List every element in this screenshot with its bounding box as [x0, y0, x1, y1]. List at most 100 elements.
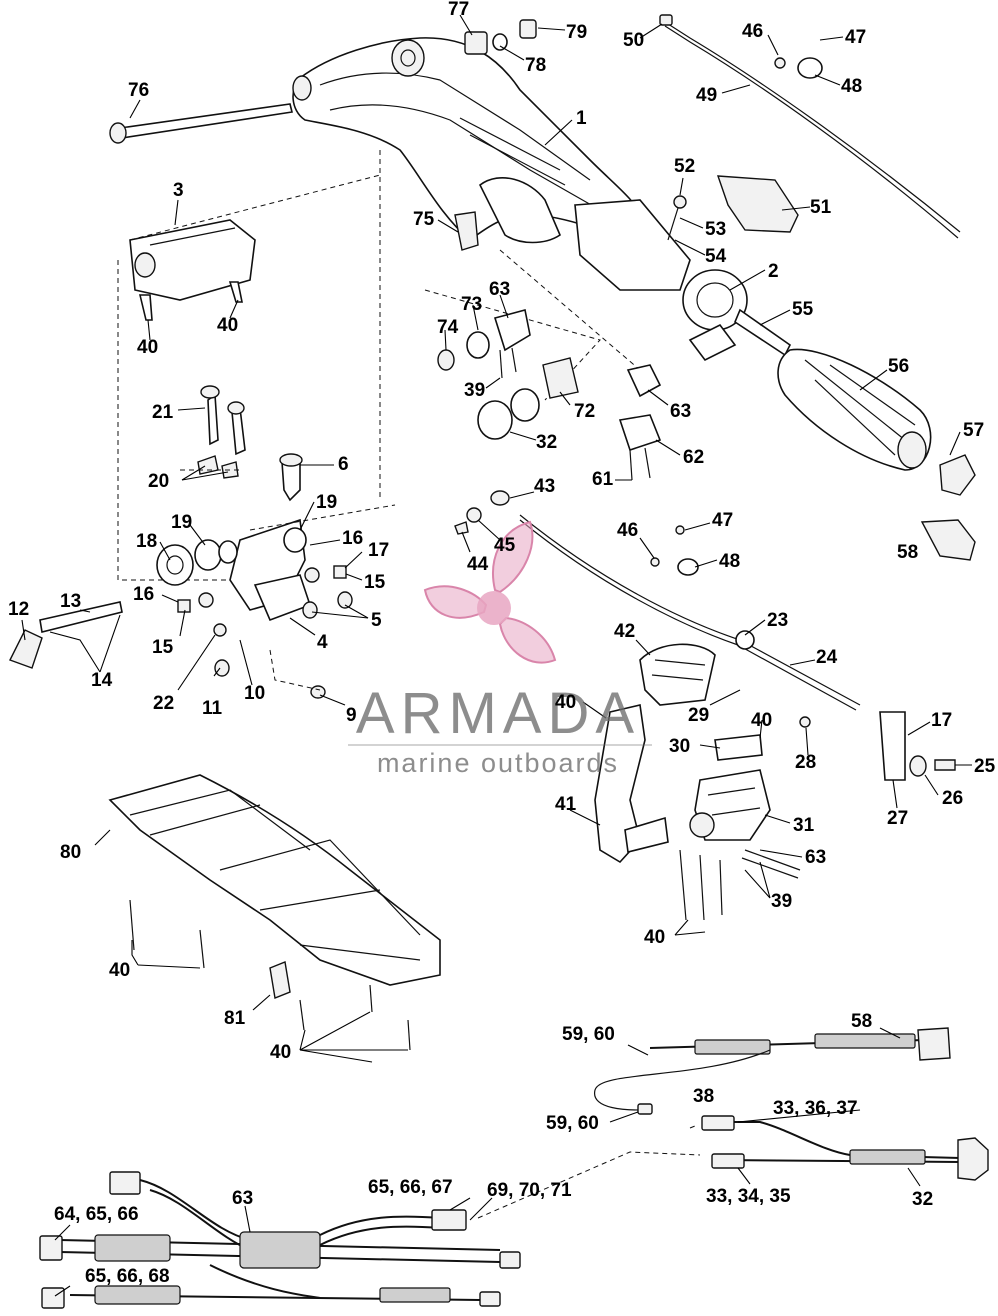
armada-watermark: ARMADA marine outboards	[348, 520, 652, 778]
callout: 33, 34, 35	[706, 1186, 791, 1207]
callout: 52	[674, 156, 695, 177]
callout: 17	[931, 710, 952, 731]
callout: 40	[217, 315, 238, 336]
callout: 15	[152, 637, 174, 658]
callout: 2	[768, 261, 779, 282]
callout: 59, 60	[546, 1113, 599, 1134]
callout: 63	[805, 847, 826, 868]
callout: 65, 66, 68	[85, 1266, 170, 1287]
callout: 59, 60	[562, 1024, 615, 1045]
callout: 63	[489, 279, 510, 300]
switch-bracket	[679, 734, 801, 921]
callout: 81	[224, 1008, 246, 1029]
callout: 24	[816, 647, 838, 668]
screw-set	[667, 195, 687, 241]
callout-labels: 77 79 78 50 46 47 48 49 76 1 52 51 53 54…	[8, 0, 996, 1287]
callout: 77	[448, 0, 469, 20]
callout: 40	[751, 710, 772, 731]
propeller-blade-left	[423, 585, 488, 619]
callout: 40	[555, 692, 576, 713]
callout: 76	[128, 80, 149, 101]
callout: 39	[771, 891, 792, 912]
callout: 13	[60, 591, 81, 612]
callout: 61	[592, 469, 614, 490]
callout: 16	[133, 584, 154, 605]
callout: 29	[688, 705, 709, 726]
callout: 58	[851, 1011, 872, 1032]
throttle-cable-upper	[659, 14, 961, 239]
callout: 18	[136, 531, 157, 552]
callout: 14	[91, 670, 113, 691]
callout: 50	[623, 30, 644, 51]
callout: 9	[346, 705, 357, 726]
callout: 58	[897, 542, 918, 563]
callout: 75	[413, 209, 435, 230]
callout: 4	[317, 632, 328, 653]
callout: 56	[888, 356, 909, 377]
callout: 16	[342, 528, 363, 549]
callout: 25	[974, 756, 996, 777]
harness-58	[649, 1027, 951, 1061]
callout: 48	[841, 76, 862, 97]
small-parts-cluster	[437, 211, 662, 481]
callout: 49	[696, 85, 717, 106]
shift-cable	[454, 490, 861, 711]
cover-42	[639, 643, 716, 706]
watermark-brand: ARMADA	[356, 681, 640, 746]
callout: 78	[525, 55, 546, 76]
control-block	[129, 219, 256, 321]
callout: 40	[109, 960, 130, 981]
callout: 30	[669, 736, 690, 757]
propeller-blade-bottom	[498, 616, 557, 664]
callout: 47	[712, 510, 733, 531]
tiller-arm	[292, 37, 641, 244]
callout: 6	[338, 454, 349, 475]
propeller-logo	[423, 520, 557, 664]
callout: 20	[148, 471, 169, 492]
callout: 53	[705, 219, 726, 240]
callout: 39	[464, 380, 485, 401]
callout: 19	[316, 492, 337, 513]
callout: 45	[494, 535, 516, 556]
callout: 48	[719, 551, 740, 572]
callout: 41	[555, 794, 577, 815]
cover-plate	[716, 175, 799, 233]
callout: 47	[845, 27, 866, 48]
clip-58-upper	[920, 519, 976, 561]
harness-32	[689, 1115, 989, 1181]
callout: 65, 66, 67	[368, 1177, 453, 1198]
pin-washer-set	[464, 19, 537, 55]
callout: 33, 36, 37	[773, 1098, 858, 1119]
callout: 15	[364, 572, 386, 593]
callout: 40	[137, 337, 158, 358]
callout: 57	[963, 420, 984, 441]
callout: 27	[887, 808, 908, 829]
callout: 23	[767, 610, 788, 631]
harness-63	[39, 1171, 521, 1309]
linkage-arm-41	[594, 704, 669, 864]
propeller-blade-top	[492, 520, 534, 594]
callout: 32	[536, 432, 557, 453]
callout: 62	[683, 447, 704, 468]
watermark-tagline: marine outboards	[377, 748, 619, 778]
callout: 21	[152, 402, 174, 423]
callout: 63	[232, 1188, 253, 1209]
callout: 46	[742, 21, 763, 42]
callout: 40	[644, 927, 665, 948]
callout: 63	[670, 401, 691, 422]
callout: 19	[171, 512, 192, 533]
callout: 80	[60, 842, 81, 863]
callout: 22	[153, 693, 174, 714]
leader-lines	[21, 14, 972, 1297]
callout: 3	[173, 180, 184, 201]
callout: 38	[693, 1086, 714, 1107]
callout: 42	[614, 621, 635, 642]
callout: 51	[810, 197, 832, 218]
callout: 73	[461, 294, 482, 315]
callout: 74	[437, 317, 459, 338]
callout: 64, 65, 66	[54, 1204, 139, 1225]
through-bolt	[109, 103, 293, 144]
callout: 26	[942, 788, 963, 809]
